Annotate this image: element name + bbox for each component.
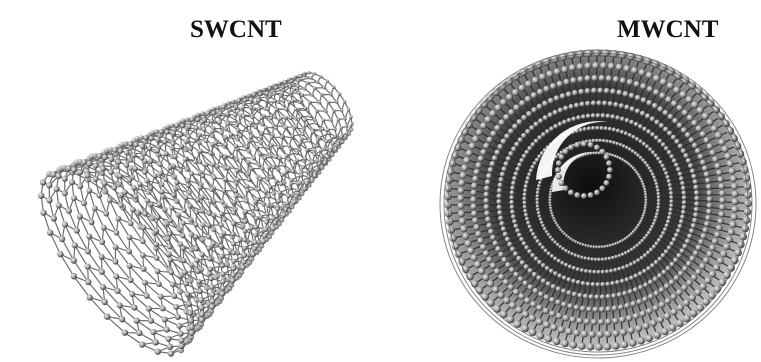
mwcnt-label: MWCNT xyxy=(617,17,718,42)
swcnt-label: SWCNT xyxy=(190,17,282,42)
single-wall-nanotube-icon xyxy=(38,71,354,357)
multi-wall-nanotube-icon xyxy=(440,49,756,358)
